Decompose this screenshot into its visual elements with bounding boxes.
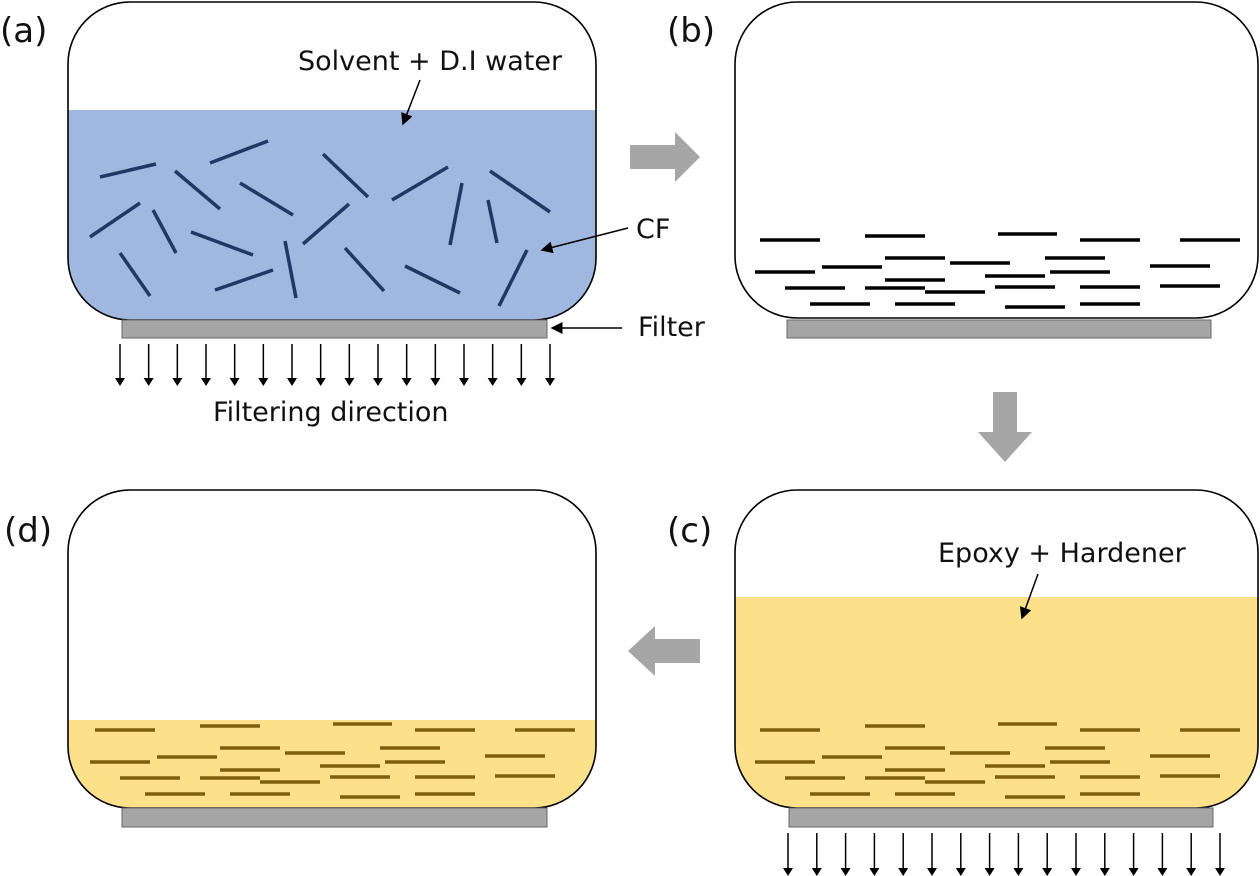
carbon-fiber — [89, 201, 141, 239]
arrowhead-icon — [258, 378, 269, 386]
carbon-fiber — [214, 268, 274, 292]
arrowhead-icon — [287, 378, 297, 386]
arrowhead-icon — [487, 378, 498, 386]
arrowhead-icon — [1215, 868, 1225, 876]
arrowhead-icon — [516, 378, 527, 386]
arrowhead-icon — [840, 868, 851, 876]
direction-label: Filtering direction — [213, 397, 449, 428]
arrowhead-icon — [1157, 868, 1168, 876]
fiber-label: CF — [636, 214, 670, 245]
carbon-fiber — [190, 230, 254, 257]
arrowhead-icon — [315, 378, 326, 386]
arrowhead-icon — [869, 868, 880, 876]
filtering-arrows — [115, 344, 555, 386]
panel-label-a: (a) — [0, 11, 47, 51]
panel-label-d: (d) — [4, 511, 52, 551]
carbon-fiber — [391, 165, 449, 202]
arrowhead-icon — [927, 868, 937, 876]
panel-b: (b) — [667, 1, 1259, 339]
arrowhead-icon — [1099, 868, 1110, 876]
arrowhead-icon — [955, 868, 966, 876]
panel-a: (a) Solvent + D.I water CF Filter Filter… — [0, 1, 706, 428]
filter-a — [121, 319, 548, 339]
arrowhead-icon — [1071, 868, 1081, 876]
liquid-pointer — [401, 79, 421, 126]
filter-d — [121, 807, 548, 828]
arrowhead-icon — [1128, 868, 1139, 876]
carbon-fiber — [301, 202, 351, 246]
filtering-arrows-c — [783, 833, 1225, 876]
arrowhead-icon — [401, 378, 412, 386]
carbon-fiber — [486, 199, 499, 244]
panel-label-b: (b) — [667, 11, 715, 51]
carbon-fiber — [448, 182, 464, 246]
arrowhead-icon — [984, 868, 995, 876]
filter-label: Filter — [638, 312, 706, 343]
carbon-fiber — [173, 169, 222, 211]
arrowhead-icon — [898, 868, 909, 876]
carbon-fiber — [343, 246, 386, 293]
arrowhead-icon — [229, 378, 240, 386]
composite-fibers — [90, 722, 575, 799]
panel-label-c: (c) — [667, 511, 712, 551]
arrowhead-icon — [545, 378, 555, 386]
arrowhead-icon — [373, 378, 383, 386]
container-b — [734, 1, 1259, 319]
dispersed-fibers — [89, 139, 551, 307]
liquid-label-c: Epoxy + Hardener — [938, 538, 1187, 569]
arrow-down-icon — [978, 392, 1032, 462]
arrowhead-icon — [1042, 868, 1053, 876]
panel-d: (d) — [4, 489, 597, 828]
epoxy-liquid — [735, 597, 1258, 808]
filter-c — [788, 807, 1214, 828]
carbon-fiber — [118, 251, 152, 298]
arrowhead-icon — [1186, 868, 1197, 876]
arrow-left-icon — [628, 626, 700, 676]
fiber-pointer — [540, 227, 629, 254]
arrowhead-icon — [115, 378, 125, 386]
aligned-fibers — [755, 232, 1240, 309]
carbon-fiber — [209, 139, 269, 165]
carbon-fiber — [151, 209, 178, 254]
carbon-fiber — [497, 249, 529, 307]
carbon-fiber — [99, 162, 157, 179]
arrowhead-icon — [143, 378, 154, 386]
arrowhead-icon — [783, 868, 793, 876]
carbon-fiber — [489, 169, 551, 214]
arrowhead-icon — [430, 378, 441, 386]
filter-b — [786, 319, 1212, 339]
carbon-fiber — [321, 152, 370, 199]
arrowhead-icon — [201, 378, 211, 386]
water-liquid — [68, 110, 596, 320]
carbon-fiber — [239, 181, 294, 217]
carbon-fiber — [404, 264, 461, 295]
arrowhead-icon — [344, 378, 355, 386]
panel-c: (c) Epoxy + Hardener — [667, 489, 1259, 876]
carbon-fiber — [283, 240, 298, 299]
epoxy-pointer — [1019, 573, 1039, 620]
arrowhead-icon — [1013, 868, 1024, 876]
arrow-right-icon — [630, 132, 700, 182]
arrowhead-icon — [459, 378, 469, 386]
arrowhead-icon — [172, 378, 183, 386]
fibers-in-epoxy — [755, 722, 1240, 799]
arrowhead-icon — [811, 868, 822, 876]
liquid-label-a: Solvent + D.I water — [298, 46, 563, 77]
